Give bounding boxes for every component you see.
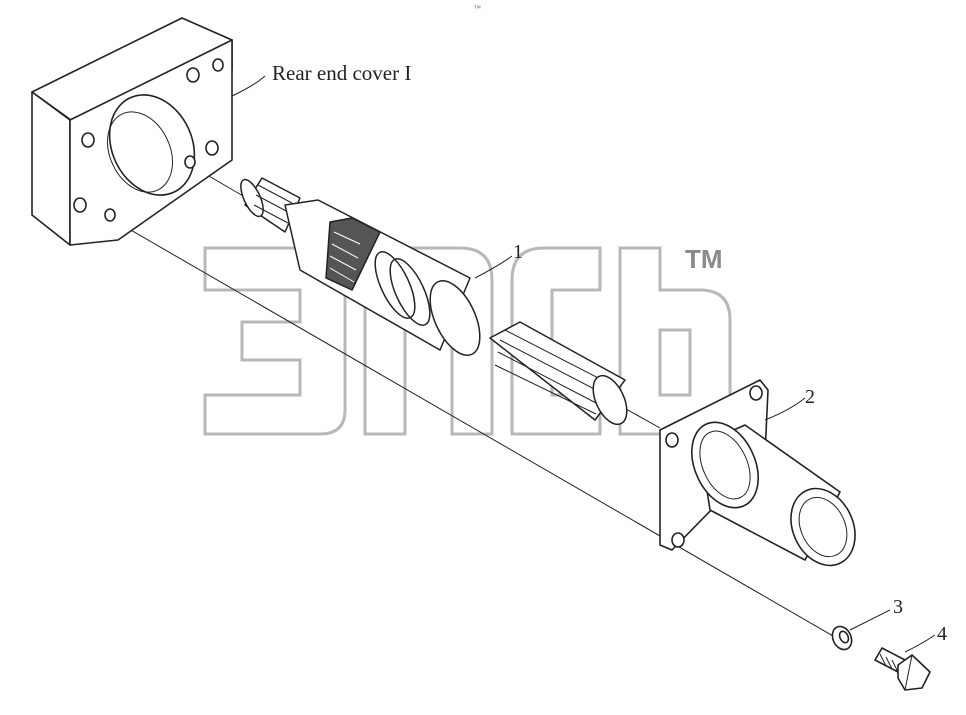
- watermark-tm: TM: [685, 244, 723, 274]
- top-mark: ™: [474, 4, 481, 12]
- label-rear-end-cover: Rear end cover I: [272, 61, 411, 85]
- label-part-3: 3: [893, 596, 903, 618]
- part-4-bolt: [874, 647, 931, 691]
- part-1-shaft: [240, 177, 628, 426]
- label-part-4: 4: [937, 623, 947, 645]
- rear-end-cover: [31, 17, 233, 246]
- label-part-1: 1: [513, 241, 523, 263]
- part-2-flange-tube: [659, 379, 856, 567]
- label-part-2: 2: [805, 386, 815, 408]
- part-3-washer: [831, 625, 853, 651]
- leader-lines: [231, 75, 936, 653]
